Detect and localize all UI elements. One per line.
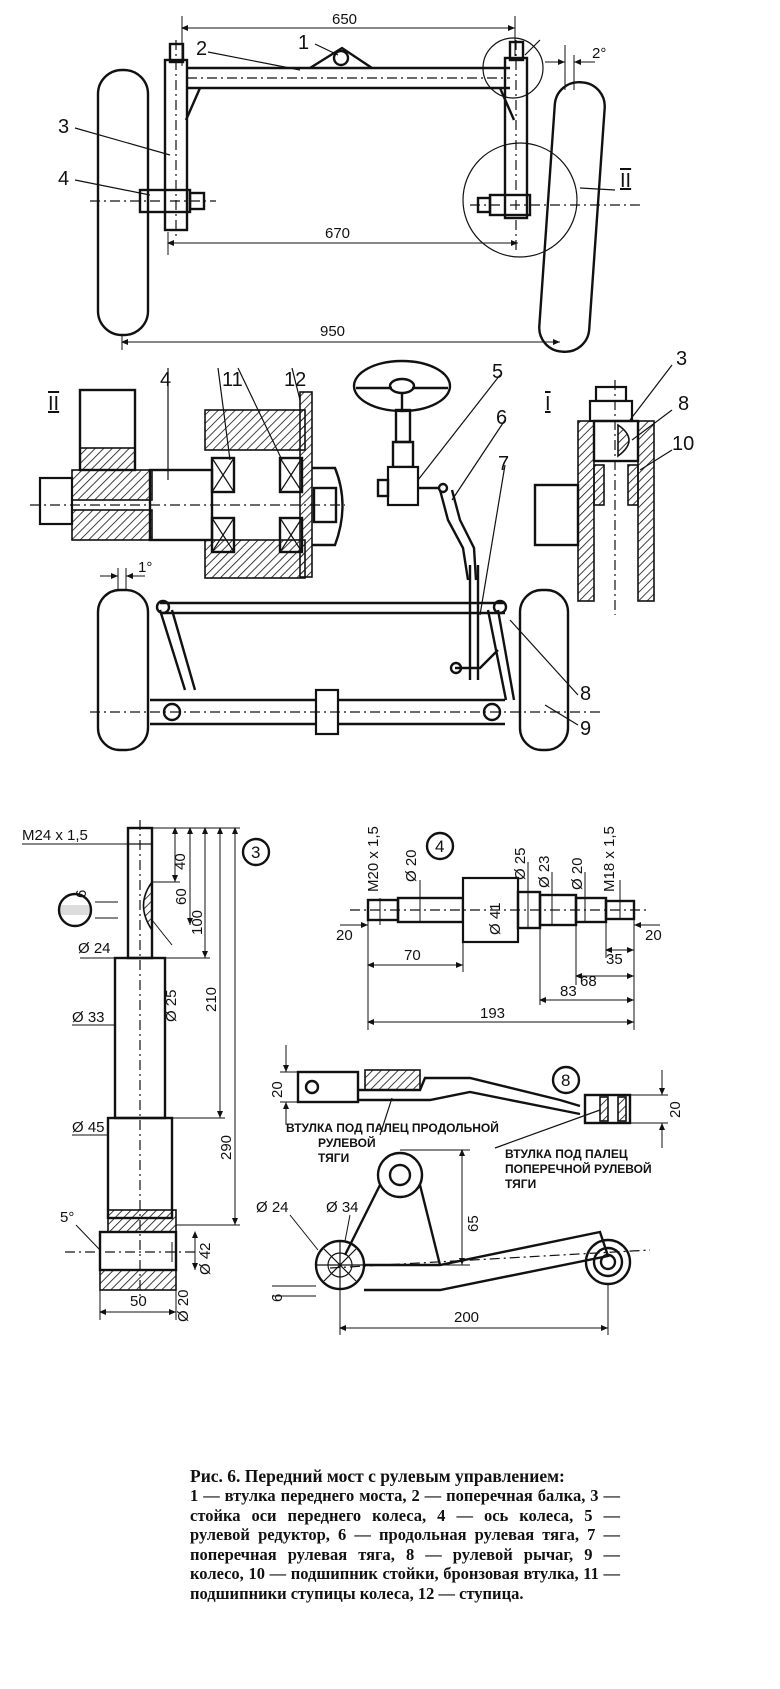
dim-670: 670: [325, 225, 350, 242]
dim-20a: 20: [336, 927, 353, 944]
dim-35: 35: [606, 951, 623, 968]
dim-65: 65: [465, 1215, 482, 1232]
dim-70: 70: [404, 947, 421, 964]
label-9: 9: [580, 718, 591, 740]
steering-assembly: 5 6 7: [352, 359, 509, 616]
dim-d45: Ø 45: [72, 1119, 105, 1136]
dim-68: 68: [580, 973, 597, 990]
label-8b: 8: [678, 393, 689, 415]
dim-83: 83: [560, 983, 577, 1000]
dim-d20a: Ø 20: [175, 1289, 192, 1322]
caption-body: 1 — втулка переднего моста, 2 — поперечн…: [190, 1486, 620, 1603]
dim-2deg: 2°: [592, 45, 606, 62]
dim-5deg: 5°: [60, 1209, 74, 1226]
dim-20b: 20: [645, 927, 662, 944]
dim-d24: Ø 24: [78, 940, 111, 957]
dim-d25a: Ø 25: [163, 989, 180, 1022]
note-long-3: ТЯГИ: [318, 1151, 349, 1165]
dim-d42: Ø 42: [197, 1242, 214, 1275]
label-7: 7: [498, 453, 509, 475]
label-11: 11: [222, 369, 243, 391]
dim-d33: Ø 33: [72, 1009, 105, 1026]
dim-6b: 6: [269, 1294, 286, 1302]
label-section-II-top: II: [620, 170, 631, 192]
detail-3-mark: 3: [251, 843, 260, 862]
dim-290: 290: [218, 1135, 235, 1160]
note-cross-2: ПОПЕРЕЧНОЙ РУЛЕВОЙ: [505, 1161, 652, 1176]
dim-200: 200: [454, 1309, 479, 1326]
dim-d20c: Ø 20: [569, 857, 586, 890]
dim-60: 60: [173, 888, 190, 905]
label-3b: 3: [676, 348, 687, 370]
label-5: 5: [492, 361, 503, 383]
left-wheel: [96, 68, 150, 337]
dim-40: 40: [172, 853, 189, 870]
note-cross-1: ВТУЛКА ПОД ПАЛЕЦ: [505, 1147, 628, 1161]
detail-4: 4 M20 x 1,5 Ø 20 Ø 41 Ø 25 Ø 23 Ø 20 M18…: [336, 826, 662, 1030]
label-section-II: II: [48, 393, 59, 415]
section-kingpin: I 3 8 10: [533, 348, 694, 615]
dim-d41: Ø 41: [487, 902, 504, 935]
detail-8-mark: 8: [561, 1071, 570, 1090]
figure-caption: Рис. 6. Передний мост с рулевым управлен…: [190, 1466, 620, 1603]
label-4: 4: [58, 168, 69, 190]
note-long-1: ВТУЛКА ПОД ПАЛЕЦ ПРОДОЛЬНОЙ: [286, 1120, 499, 1135]
note-cross-3: ТЯГИ: [505, 1177, 536, 1191]
dim-210: 210: [203, 987, 220, 1012]
dim-d20b: Ø 20: [403, 849, 420, 882]
label-8: 8: [580, 683, 591, 705]
dim-d23: Ø 23: [536, 855, 553, 888]
dim-193: 193: [480, 1005, 505, 1022]
label-6: 6: [496, 407, 507, 429]
label-1: 1: [298, 32, 309, 54]
top-view-axle: 650 2° 670: [58, 11, 640, 353]
label-section-I: I: [545, 393, 551, 415]
dim-d25b: Ø 25: [512, 847, 529, 880]
detail-4-mark: 4: [435, 837, 444, 856]
front-view: 1° 8 9: [90, 559, 600, 752]
dim-m20: M20 x 1,5: [365, 826, 382, 892]
label-2: 2: [196, 38, 207, 60]
detail-3: 3 M24 x 1,5 6 40 60 100 210 290: [22, 820, 271, 1322]
dim-650: 650: [332, 11, 357, 28]
dim-6a: 6: [73, 890, 90, 898]
section-hub: II 4 11 12: [30, 367, 345, 579]
label-3: 3: [58, 116, 69, 138]
dim-m18: M18 x 1,5: [601, 826, 618, 892]
right-wheel: [538, 81, 606, 353]
dim-20c: 20: [269, 1081, 286, 1098]
dim-d24b: Ø 24: [256, 1199, 289, 1216]
label-4b: 4: [160, 369, 171, 391]
detail-8: 8 20 20 ВТУЛКА ПОД ПАЛЕЦ ПРОДОЛЬНОЙ РУЛЕ…: [256, 1045, 684, 1335]
dim-d34: Ø 34: [326, 1199, 359, 1216]
dim-m24: M24 x 1,5: [22, 827, 88, 844]
caption-title: Рис. 6. Передний мост с рулевым управлен…: [190, 1466, 565, 1486]
dim-20d: 20: [667, 1101, 684, 1118]
dim-1deg: 1°: [138, 559, 152, 576]
dim-950: 950: [320, 323, 345, 340]
dim-50: 50: [130, 1293, 147, 1310]
note-long-2: РУЛЕВОЙ: [318, 1135, 376, 1150]
label-10: 10: [672, 433, 694, 455]
dim-100: 100: [189, 910, 206, 935]
label-12: 12: [284, 369, 306, 391]
